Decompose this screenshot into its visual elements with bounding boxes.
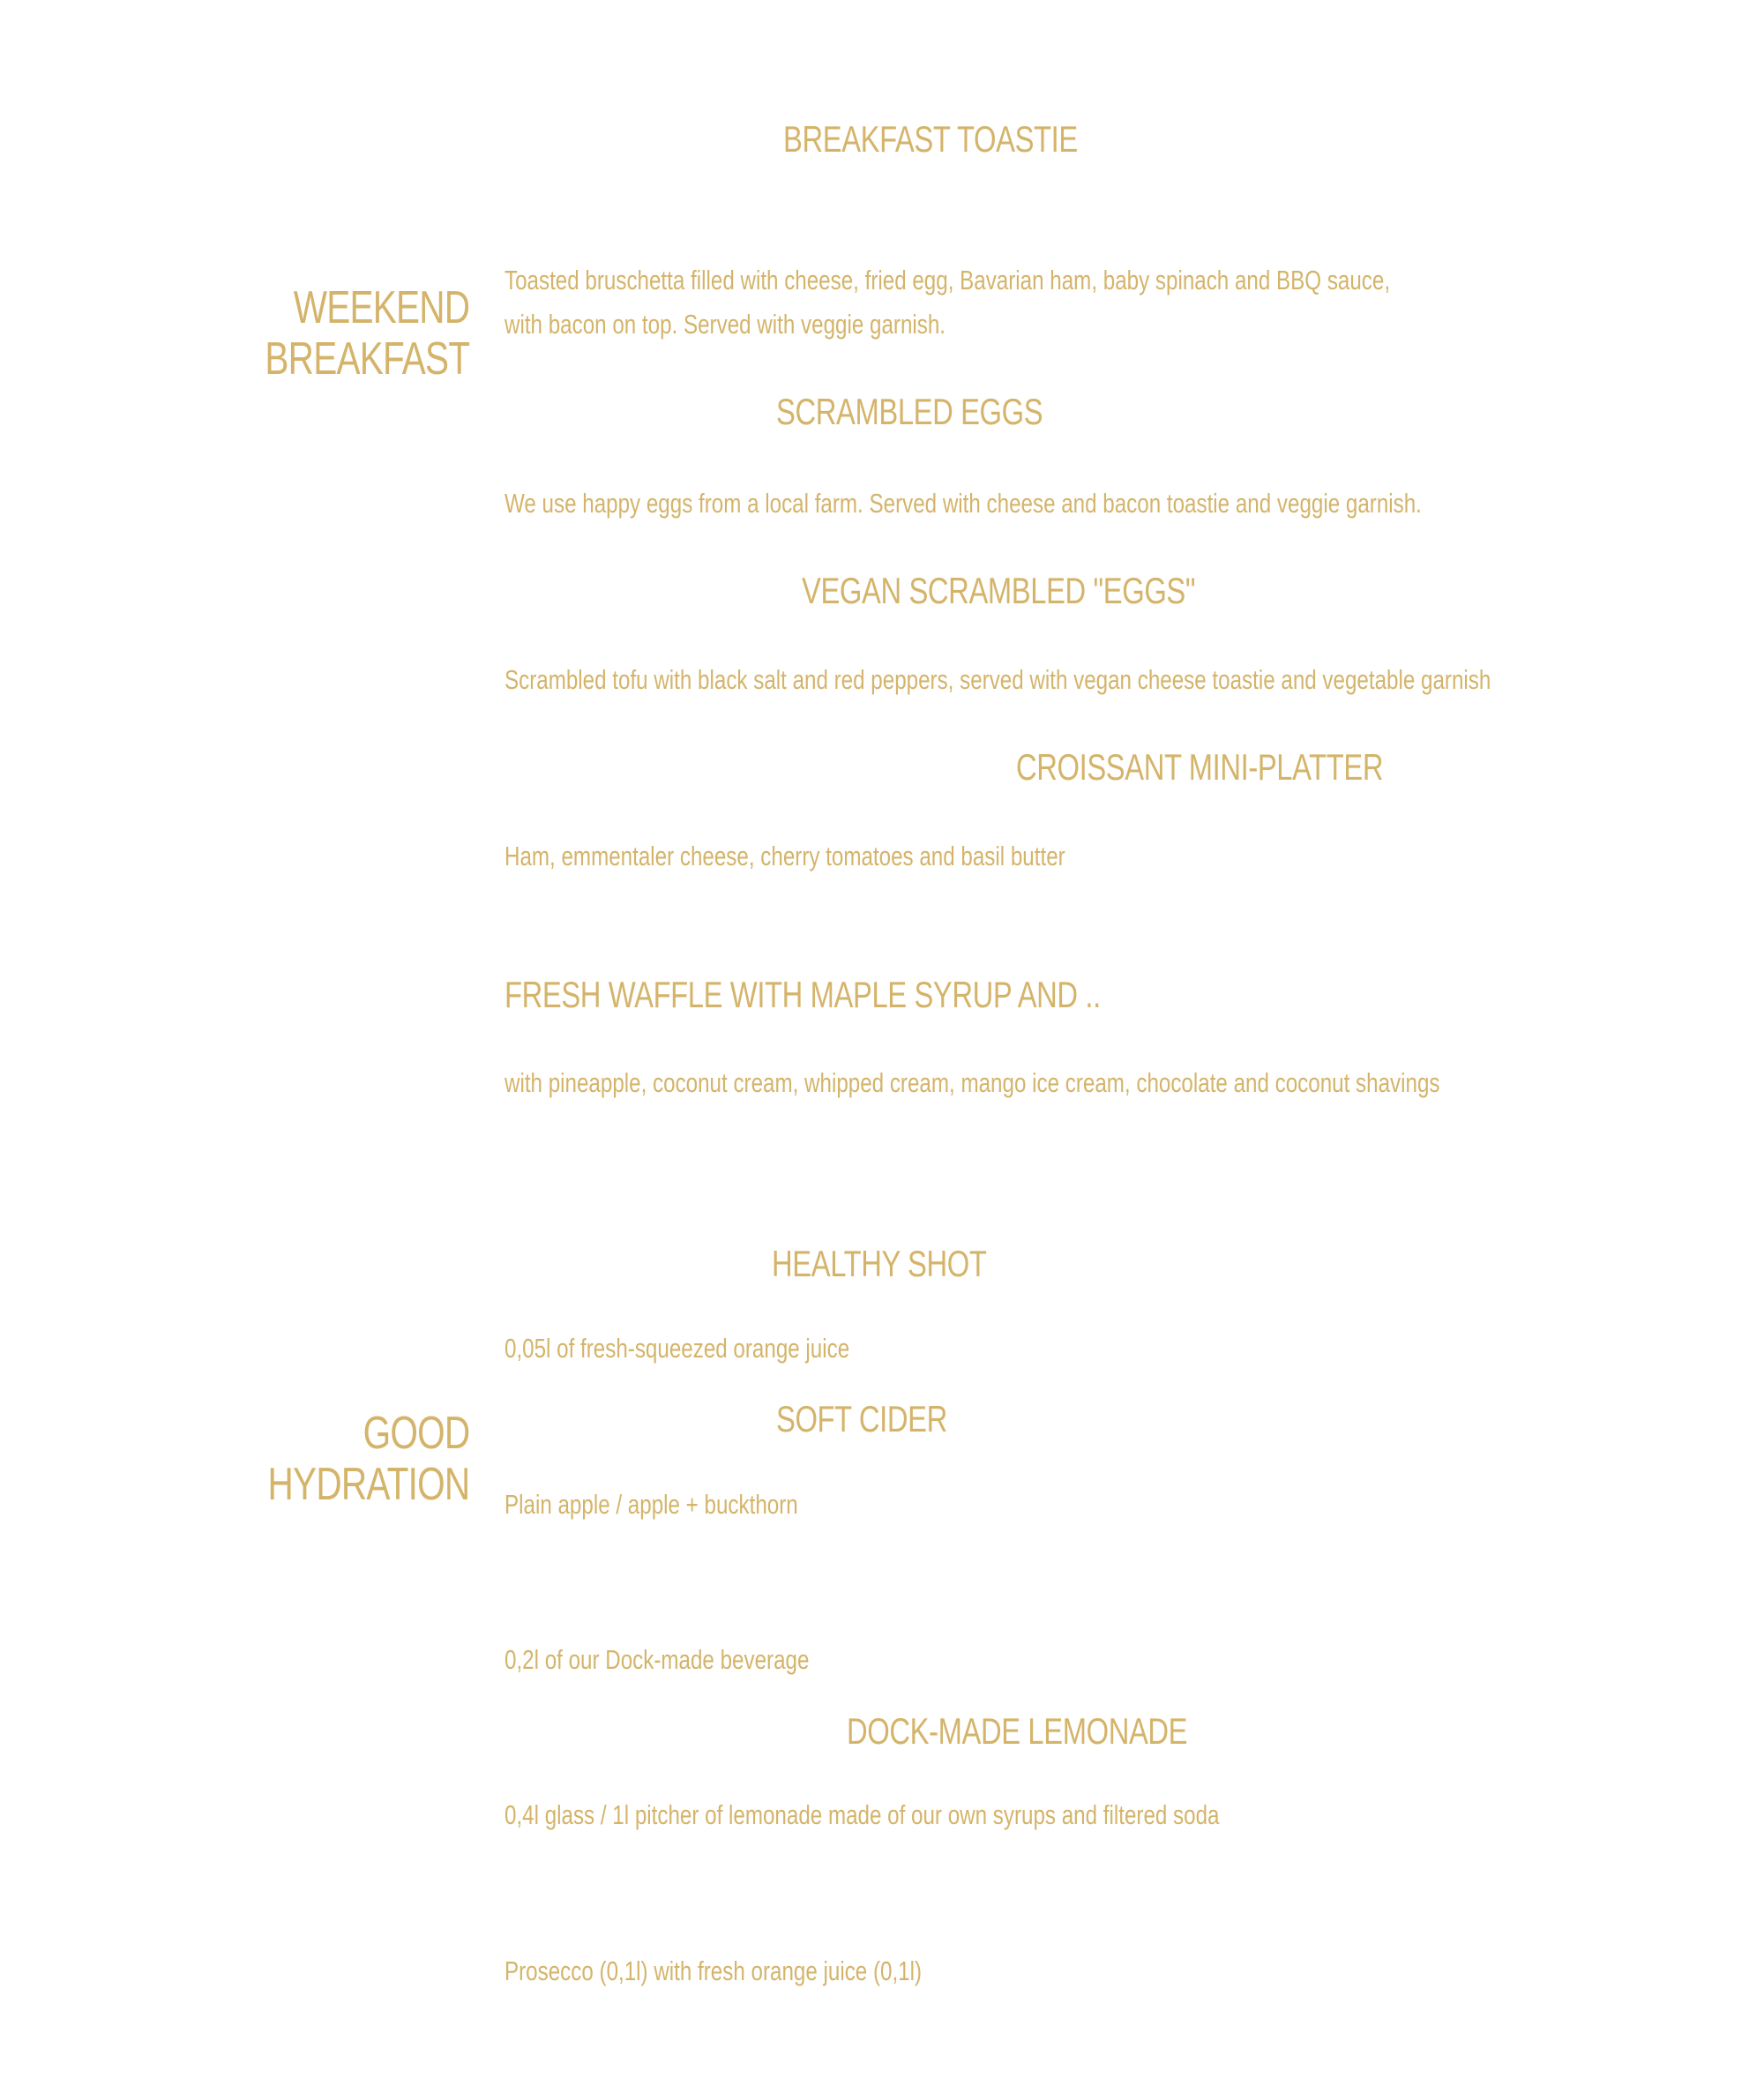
item-desc-mimosa: Prosecco (0,1l) with fresh orange juice … [505,1955,923,1986]
item-desc-dock-beverage: 0,2l of our Dock-made beverage [505,1644,810,1675]
item-title-dock-lemonade: DOCK-MADE LEMONADE [847,1710,1188,1752]
item-desc-soft-cider: Plain apple / apple + buckthorn [505,1489,798,1520]
item-desc-healthy-shot: 0,05l of fresh-squeezed orange juice [505,1333,850,1364]
item-desc-scrambled-eggs: We use happy eggs from a local farm. Ser… [505,488,1422,519]
item-title-breakfast-toastie: BREAKFAST TOASTIE [783,118,1078,160]
item-title-soft-cider: SOFT CIDER [776,1398,947,1439]
section-title-line: BREAKFAST [265,333,470,385]
section-title-line: HYDRATION [267,1459,470,1510]
item-title-vegan-scrambled: VEGAN SCRAMBLED "EGGS" [802,570,1196,611]
section-title-line: GOOD [363,1408,470,1459]
item-desc-line: with bacon on top. Served with veggie ga… [505,309,946,340]
item-title-fresh-waffle: FRESH WAFFLE WITH MAPLE SYRUP AND .. [505,974,1101,1015]
item-desc-dock-lemonade: 0,4l glass / 1l pitcher of lemonade made… [505,1799,1220,1830]
item-desc-breakfast-toastie: Toasted bruschetta filled with cheese, f… [505,258,1390,347]
item-desc-vegan-scrambled: Scrambled tofu with black salt and red p… [505,664,1491,695]
section-title-weekend-breakfast: WEEKEND BREAKFAST [265,282,470,385]
item-desc-fresh-waffle: with pineapple, coconut cream, whipped c… [505,1067,1440,1098]
section-title-good-hydration: GOOD HYDRATION [267,1408,470,1510]
item-desc-line: Toasted bruschetta filled with cheese, f… [505,265,1391,295]
item-desc-croissant-platter: Ham, emmentaler cheese, cherry tomatoes … [505,841,1065,871]
item-title-croissant-platter: CROISSANT MINI-PLATTER [1016,746,1384,788]
section-title-line: WEEKEND [293,282,469,333]
item-title-healthy-shot: HEALTHY SHOT [772,1243,987,1284]
item-title-scrambled-eggs: SCRAMBLED EGGS [776,391,1043,432]
